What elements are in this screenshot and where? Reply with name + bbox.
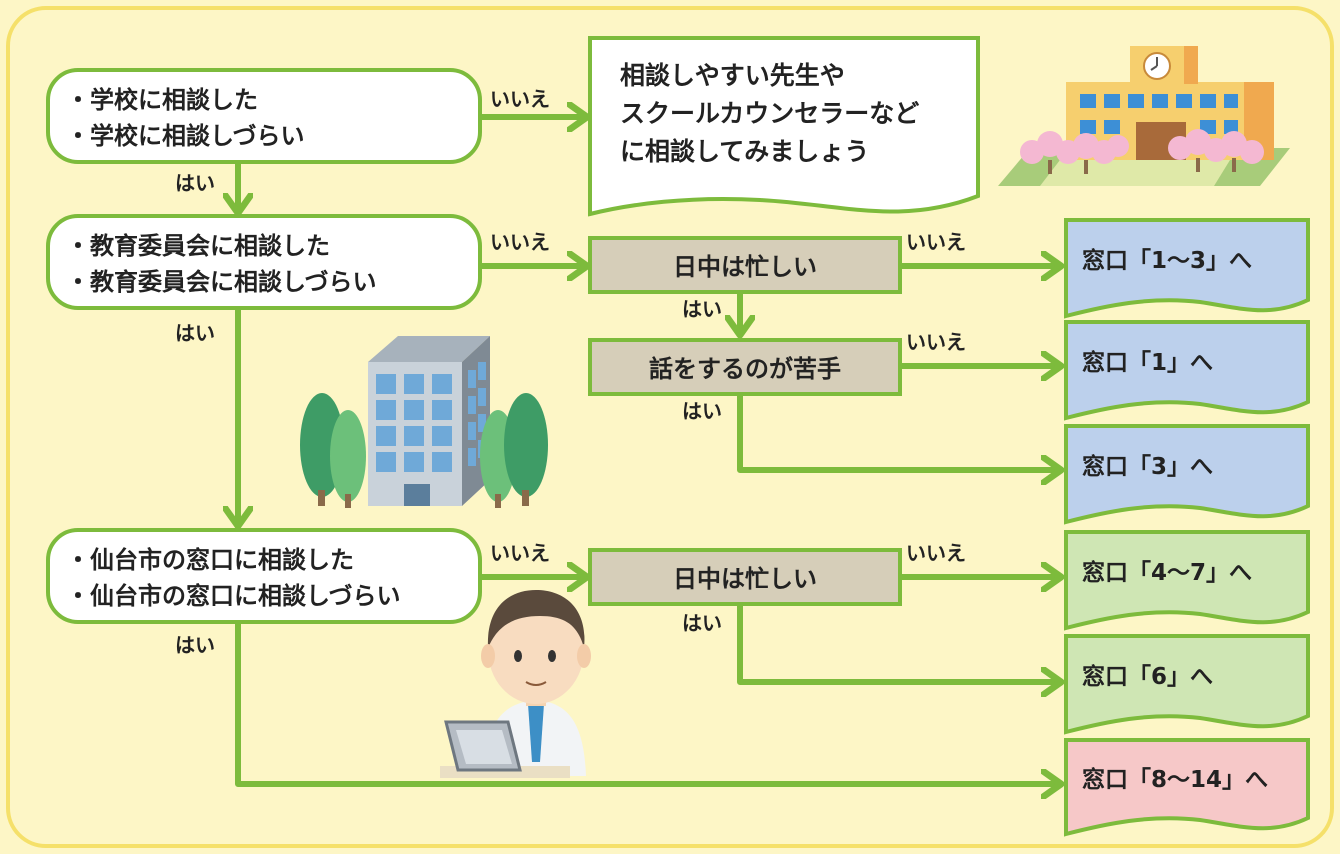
label-no: いいえ [906,330,966,354]
destination-4-7: 窓口「4～7」へ [1064,530,1310,631]
question-line: ・学校に相談しづらい [66,122,305,150]
label-no: いいえ [906,230,966,254]
destination-label: 窓口「4～7」へ [1082,559,1252,586]
label-yes: はい [682,611,722,635]
question-board-of-education: ・教育委員会に相談した ・教育委員会に相談しづらい [46,214,482,310]
question-school: ・学校に相談した ・学校に相談しづらい [46,68,482,164]
sub-question-label: 日中は忙しい [673,253,817,281]
sub-question-busy-2: 日中は忙しい [588,548,902,606]
destination-6: 窓口「6」へ [1064,634,1310,735]
staff-person-illustration [440,590,591,778]
question-city-office: ・仙台市の窓口に相談した ・仙台市の窓口に相談しづらい [46,528,482,624]
destination-3: 窓口「3」へ [1064,424,1310,525]
label-yes: はい [175,633,215,657]
advice-line: に相談してみましょう [620,137,869,166]
arrow-busy2-yes [737,603,1060,682]
sub-question-label: 話をするのが苦手 [649,355,841,383]
destination-1: 窓口「1」へ [1064,320,1310,421]
sub-question-busy-1: 日中は忙しい [588,236,902,294]
destination-8-14: 窓口「8～14」へ [1064,738,1310,837]
school-illustration [998,46,1290,186]
destination-label: 窓口「6」へ [1082,663,1213,690]
question-line: ・学校に相談した [66,86,258,114]
destination-label: 窓口「8～14」へ [1082,766,1268,793]
destination-label: 窓口「1～3」へ [1082,247,1252,274]
arrow-talk-yes [737,392,1060,470]
sub-question-label: 日中は忙しい [673,565,817,593]
advice-note: 相談しやすい先生や スクールカウンセラーなど に相談してみましょう [588,36,980,217]
label-no: いいえ [490,87,550,111]
question-line: ・仙台市の窓口に相談した [66,546,354,574]
label-no: いいえ [490,230,550,254]
advice-line: 相談しやすい先生や [620,61,845,90]
sub-question-talking: 話をするのが苦手 [588,338,902,396]
destination-label: 窓口「3」へ [1082,453,1213,480]
label-no: いいえ [906,541,966,565]
label-yes: はい [175,321,215,345]
arrow-q3-yes [235,604,1060,784]
label-yes: はい [175,171,215,195]
question-line: ・教育委員会に相談しづらい [66,268,377,296]
question-line: ・仙台市の窓口に相談しづらい [66,582,401,610]
label-yes: はい [682,399,722,423]
office-building-illustration [300,336,548,508]
destination-1-3: 窓口「1～3」へ [1064,218,1310,319]
label-yes: はい [682,297,722,321]
label-no: いいえ [490,541,550,565]
question-line: ・教育委員会に相談した [66,232,330,260]
destination-label: 窓口「1」へ [1082,349,1213,376]
advice-line: スクールカウンセラーなど [620,99,919,128]
